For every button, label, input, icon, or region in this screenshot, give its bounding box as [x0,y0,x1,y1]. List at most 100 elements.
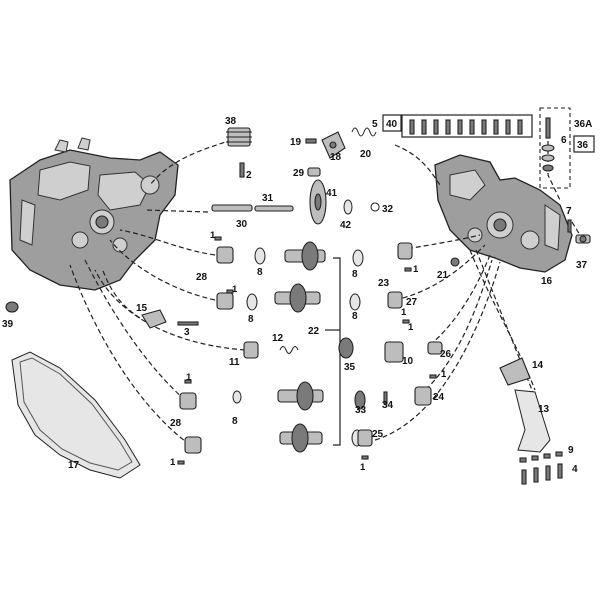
callout-1-f: 1 [170,457,176,468]
callout-8-d: 8 [352,311,358,322]
callout-28-b: 28 [170,418,182,429]
part-10-gear [384,341,404,363]
part-8-washer-3 [352,249,364,267]
callout-1-a: 1 [210,230,216,241]
callout-24: 24 [433,392,445,403]
callout-41: 41 [326,188,338,199]
part-14-bracket [499,357,531,386]
callout-36a: 36A [574,119,592,130]
callout-labels: 38 2 19 18 5 40 20 36A 6 36 29 41 31 30 … [2,116,592,475]
part-34-pin [383,391,388,405]
part-1-pin-f [402,319,410,324]
callout-1-i: 1 [401,307,407,318]
callout-9: 9 [568,445,574,456]
callout-10: 10 [402,356,414,367]
part-1-pin-g [429,374,437,379]
part-2-pin [239,162,245,178]
callout-33: 33 [355,405,367,416]
part-12-spring [279,346,299,354]
callout-8-e: 8 [232,416,238,427]
cover-gasket-inner [19,357,133,471]
part-28-bushing-low1 [179,392,197,410]
callout-3: 3 [184,327,190,338]
callout-8-a: 8 [257,267,263,278]
part-39-plug [5,301,19,313]
callout-27: 27 [406,297,418,308]
callout-28-a: 28 [196,272,208,283]
part-22-cam-2 [274,283,321,313]
callout-4: 4 [572,464,578,475]
callout-29: 29 [293,168,305,179]
callout-38: 38 [225,116,237,127]
callout-1-c: 1 [413,264,419,275]
part-4-bolts [521,463,563,485]
part-1-pin-a [214,236,222,241]
callout-1-g: 1 [360,462,366,473]
callout-39: 39 [2,319,14,330]
callout-12: 12 [272,333,284,344]
part-36-box [539,107,571,189]
part-31-pin [254,205,294,212]
callout-15: 15 [136,303,148,314]
part-29-bushing [307,167,321,177]
callout-13: 13 [538,404,550,415]
part-40-bolts [409,119,523,135]
part-26-plug [427,341,443,355]
callout-34: 34 [382,400,394,411]
part-7-screw [567,219,572,233]
label-box-40 [382,114,402,132]
part-36-stack [541,117,555,172]
part-1-pin-b [226,289,234,294]
label-box-36 [573,135,595,153]
callout-35: 35 [344,362,356,373]
callout-1-e: 1 [186,372,192,383]
left-crankcase [9,137,179,291]
callout-31: 31 [262,193,274,204]
part-27-bushing [387,291,403,309]
part-22-cam-3 [277,381,324,411]
part-28-bushing-low2 [184,436,202,454]
part-21-nut [450,257,460,267]
part-20-spring [351,127,377,137]
part-37-fitting [575,234,591,244]
callout-8-b: 8 [248,314,254,325]
callout-8-c: 8 [352,269,358,280]
part-42-washer [343,199,353,215]
bolt-row-box [401,114,533,138]
callout-22: 22 [308,326,320,337]
cover-gasket [11,351,141,479]
callout-16: 16 [541,276,553,287]
part-32-ring [370,202,380,212]
callout-32: 32 [382,204,394,215]
part-11-bushing [243,341,259,359]
callout-19: 19 [290,137,302,148]
callout-26: 26 [440,349,452,360]
part-1-pin-c [184,379,192,384]
callout-14: 14 [532,360,544,371]
part-41-gear [309,179,327,225]
leader-lines [69,125,581,446]
part-8-washer-5 [232,390,242,404]
part-1-pin-e [404,267,412,272]
part-25-bushing [357,429,373,447]
callout-23: 23 [378,278,390,289]
callout-2: 2 [246,170,252,181]
part-8-washer-1 [254,247,266,265]
callout-20: 20 [360,149,372,160]
part-23-bushing [397,242,413,260]
callout-7: 7 [566,206,572,217]
callout-25: 25 [372,429,384,440]
part-8-washer-2 [246,293,258,311]
part-15-strainer [141,309,167,329]
part-3-pin [177,321,199,326]
callout-11: 11 [229,357,240,368]
callout-30: 30 [236,219,248,230]
right-crankcase [434,154,573,273]
part-24-bushing [414,386,432,406]
callout-37: 37 [576,260,588,271]
callout-40: 40 [386,119,398,130]
callout-1-d: 1 [408,322,414,333]
part-22-cam-1 [284,241,326,271]
part-18-breather [321,131,346,159]
